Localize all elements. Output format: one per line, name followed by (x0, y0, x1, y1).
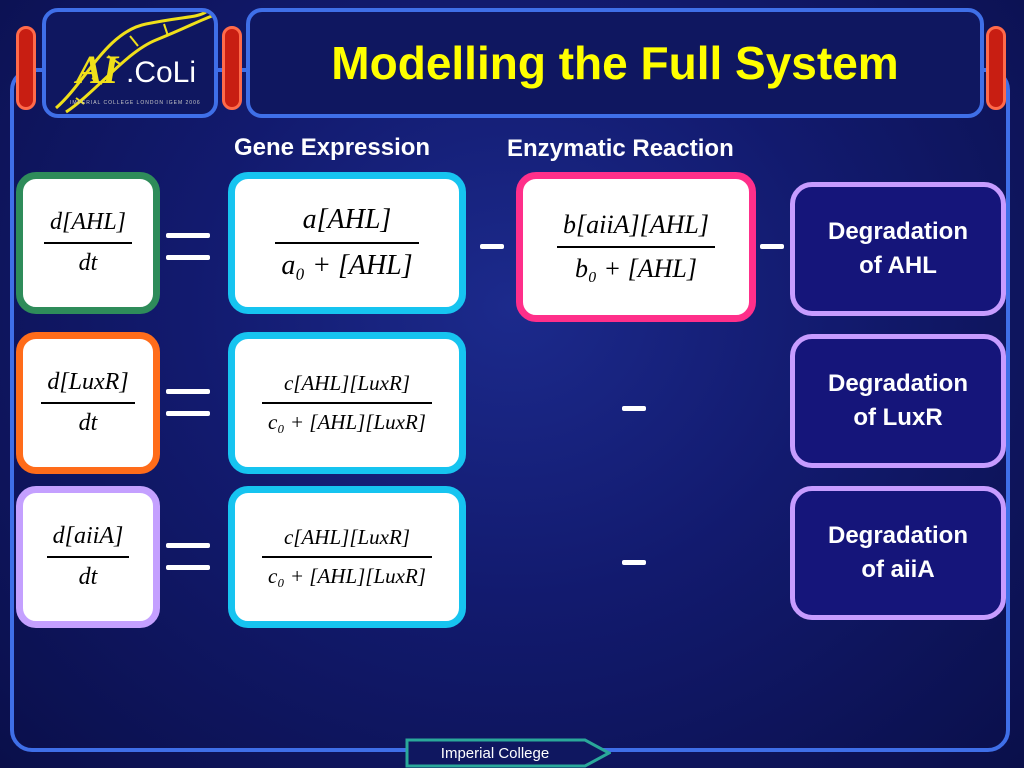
row3-gene-denominator: c₀ + [AHL][LuxR] (268, 564, 426, 588)
header-enzymatic-reaction: Enzymatic Reaction (507, 135, 734, 162)
title-box: Modelling the Full System (246, 8, 984, 118)
arrow-badge-shape (405, 738, 611, 768)
logo-tagline: Imperial College London iGEM 2006 (70, 100, 201, 106)
row2-degradation-line1: Degradation (827, 370, 968, 397)
right-tab-decoration (986, 26, 1006, 110)
fraction-bar (557, 246, 715, 248)
logo: AI .CoLi Imperial College London iGEM 20… (42, 8, 218, 118)
row3-gene-numerator: c[AHL][LuxR] (283, 525, 410, 549)
page-title: Modelling the Full System (331, 37, 899, 89)
row3-minus (622, 560, 646, 565)
row2-lhs-box: d[LuxR] dt (16, 332, 160, 474)
row1-degradation-line1: Degradation (827, 218, 968, 245)
dna-helix-icon (55, 12, 213, 114)
row2-gene-expression-box: c[AHL][LuxR] c₀ + [AHL][LuxR] (228, 332, 466, 474)
row3-lhs-box: d[aiiA] dt (16, 486, 160, 628)
footer-badge: Imperial College (405, 738, 611, 768)
logo-text-coli: .CoLi (126, 56, 197, 89)
row1-lhs-box: d[AHL] dt (16, 172, 160, 314)
row1-enz-denominator: b₀ + [AHL] (575, 254, 697, 283)
row1-lhs-fraction: d[AHL] dt (43, 209, 133, 277)
row1-degradation-box: Degradation of AHL (790, 182, 1006, 316)
row3-degradation-line2: of aiiA (861, 556, 935, 583)
row2-gene-numerator: c[AHL][LuxR] (283, 371, 410, 395)
row1-gene-denominator: a₀ + [AHL] (281, 250, 413, 281)
row2-lhs-fraction: d[LuxR] dt (41, 369, 135, 437)
fraction-bar (43, 242, 133, 244)
row1-enzymatic-box: b[aiiA][AHL] b₀ + [AHL] (516, 172, 756, 322)
row3-gene-expression-box: c[AHL][LuxR] c₀ + [AHL][LuxR] (228, 486, 466, 628)
fraction-bar (262, 556, 432, 558)
row2-degradation-line2: of LuxR (853, 404, 943, 431)
row2-minus (622, 406, 646, 411)
row3-lhs-numerator: d[aiiA] (52, 523, 124, 549)
row2-gene-fraction: c[AHL][LuxR] c₀ + [AHL][LuxR] (262, 371, 432, 435)
row1-gene-fraction: a[AHL] a₀ + [AHL] (275, 204, 419, 282)
row1-enz-numerator: b[aiiA][AHL] (563, 210, 709, 239)
row1-enz-fraction: b[aiiA][AHL] b₀ + [AHL] (557, 210, 715, 284)
row1-gene-numerator: a[AHL] (302, 204, 392, 235)
left-tab-decoration (16, 26, 36, 110)
row2-lhs-denominator: dt (78, 410, 98, 436)
fraction-bar (46, 556, 130, 558)
logo-text-ai: AI (76, 47, 119, 92)
middle-tab-decoration (222, 26, 242, 110)
row1-equals-sign (166, 233, 210, 265)
row2-lhs-numerator: d[LuxR] (47, 369, 129, 395)
footer-label: Imperial College (440, 744, 550, 762)
row1-lhs-denominator: dt (78, 250, 98, 276)
row3-gene-fraction: c[AHL][LuxR] c₀ + [AHL][LuxR] (262, 525, 432, 589)
row2-equals-sign (166, 389, 210, 421)
row3-degradation-box: Degradation of aiiA (790, 486, 1006, 620)
row1-minus-1 (480, 244, 504, 249)
row2-gene-denominator: c₀ + [AHL][LuxR] (268, 410, 426, 434)
row3-equals-sign (166, 543, 210, 575)
row3-lhs-fraction: d[aiiA] dt (46, 523, 130, 591)
row1-gene-expression-box: a[AHL] a₀ + [AHL] (228, 172, 466, 314)
row1-degradation-line2: of AHL (859, 252, 937, 279)
fraction-bar (275, 242, 419, 244)
header-gene-expression: Gene Expression (234, 134, 431, 161)
row2-degradation-box: Degradation of LuxR (790, 334, 1006, 468)
row1-lhs-numerator: d[AHL] (49, 209, 127, 235)
fraction-bar (41, 402, 135, 404)
row1-minus-2 (760, 244, 784, 249)
row3-lhs-denominator: dt (78, 564, 98, 590)
fraction-bar (262, 402, 432, 404)
row3-degradation-line1: Degradation (827, 522, 968, 549)
